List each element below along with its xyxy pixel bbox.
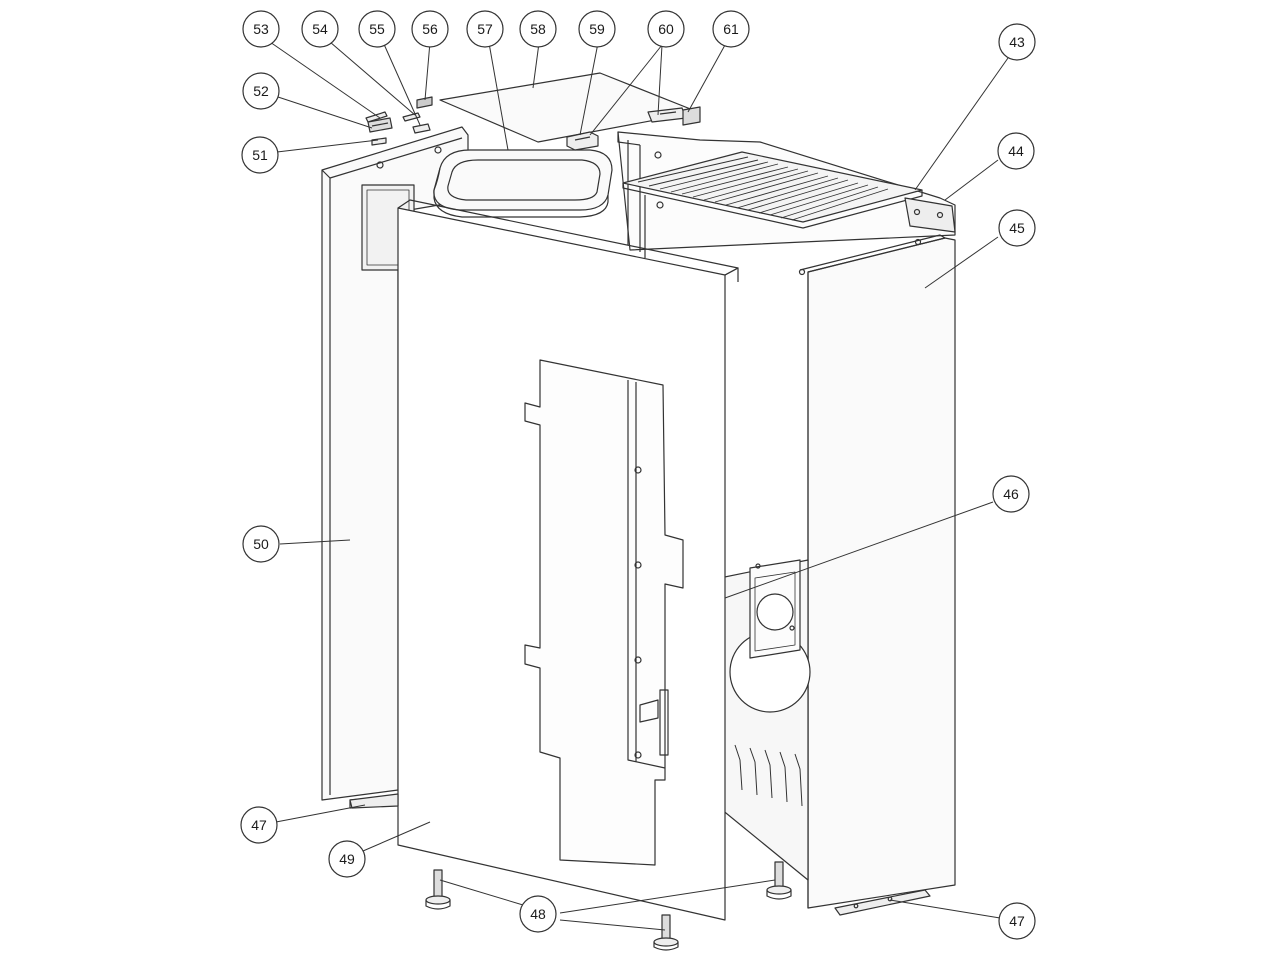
svg-text:47: 47 bbox=[1009, 913, 1025, 929]
svg-text:54: 54 bbox=[312, 21, 328, 37]
part-48-foot-left bbox=[425, 869, 451, 910]
callout-48: 48 bbox=[519, 895, 557, 933]
svg-text:49: 49 bbox=[339, 851, 355, 867]
part-53-pin bbox=[365, 111, 388, 123]
part-43-top-grille bbox=[622, 151, 923, 229]
callout-55: 55 bbox=[358, 10, 396, 48]
callout-53: 53 bbox=[242, 10, 280, 48]
callout-51: 51 bbox=[241, 136, 279, 174]
svg-text:52: 52 bbox=[253, 83, 269, 99]
part-58-top-plate bbox=[439, 72, 699, 143]
callout-46: 46 bbox=[992, 475, 1030, 513]
svg-text:57: 57 bbox=[477, 21, 493, 37]
callouts: 53 54 55 56 57 58 59 60 bbox=[240, 10, 1036, 940]
svg-text:46: 46 bbox=[1003, 486, 1019, 502]
callout-47-right: 47 bbox=[998, 902, 1036, 940]
part-59-hinge bbox=[566, 131, 599, 151]
svg-text:60: 60 bbox=[658, 21, 674, 37]
part-55-pad bbox=[412, 123, 431, 134]
part-61-hinge-block bbox=[682, 106, 701, 126]
callout-50: 50 bbox=[242, 525, 280, 563]
svg-text:45: 45 bbox=[1009, 220, 1025, 236]
callout-60: 60 bbox=[647, 10, 685, 48]
svg-text:50: 50 bbox=[253, 536, 269, 552]
callout-44: 44 bbox=[997, 132, 1035, 170]
callout-61: 61 bbox=[712, 10, 750, 48]
part-56-block bbox=[416, 96, 433, 109]
callout-58: 58 bbox=[519, 10, 557, 48]
svg-text:56: 56 bbox=[422, 21, 438, 37]
svg-text:55: 55 bbox=[369, 21, 385, 37]
part-47-base-bracket-left bbox=[349, 793, 399, 809]
part-49-front-panel bbox=[397, 199, 739, 921]
callout-45: 45 bbox=[998, 209, 1036, 247]
callout-59: 59 bbox=[578, 10, 616, 48]
part-47-base-bracket-right bbox=[834, 889, 931, 916]
part-48-foot-right bbox=[766, 861, 792, 900]
callout-54: 54 bbox=[301, 10, 339, 48]
svg-text:59: 59 bbox=[589, 21, 605, 37]
part-44-bracket bbox=[904, 197, 956, 233]
part-48-foot-front bbox=[653, 914, 679, 951]
callout-49: 49 bbox=[328, 840, 366, 878]
svg-text:43: 43 bbox=[1009, 34, 1025, 50]
part-51-screw bbox=[371, 137, 387, 146]
part-46-flue-plate bbox=[749, 559, 801, 659]
leader-lines bbox=[269, 41, 1009, 931]
callout-56: 56 bbox=[411, 10, 449, 48]
part-45-right-side-panel bbox=[798, 234, 956, 909]
part-57-gasket-ring bbox=[433, 149, 613, 218]
callout-47-left: 47 bbox=[240, 806, 278, 844]
svg-text:58: 58 bbox=[530, 21, 546, 37]
svg-text:51: 51 bbox=[252, 147, 268, 163]
callout-52: 52 bbox=[242, 72, 280, 110]
callout-57: 57 bbox=[466, 10, 504, 48]
callout-43: 43 bbox=[998, 23, 1036, 61]
svg-text:53: 53 bbox=[253, 21, 269, 37]
svg-text:48: 48 bbox=[530, 906, 546, 922]
svg-text:61: 61 bbox=[723, 21, 739, 37]
svg-text:44: 44 bbox=[1008, 143, 1024, 159]
part-52-clip bbox=[367, 117, 393, 133]
svg-text:47: 47 bbox=[251, 817, 267, 833]
